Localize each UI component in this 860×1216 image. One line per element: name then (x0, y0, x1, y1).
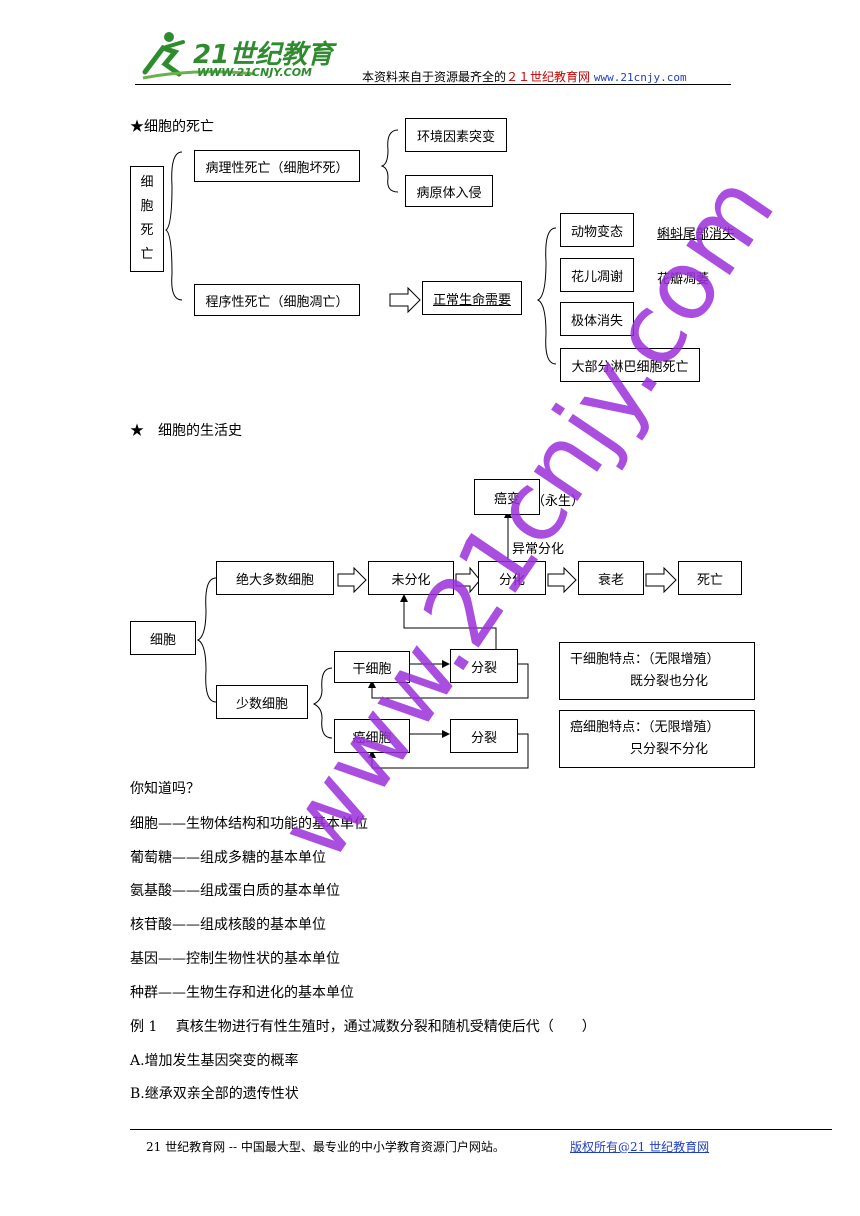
header-rule (135, 84, 731, 85)
fact-line: 核苷酸——组成核酸的基本单位 (130, 917, 326, 933)
footer-left-text: 21 世纪教育网 -- 中国最大型、最专业的中小学教育资源门户网站。 (146, 1140, 505, 1154)
stem-cell-box: 干细胞 (334, 651, 410, 683)
stem-feature-line1: 干细胞特点：（无限增殖） (570, 652, 720, 667)
example-flower-wither: 花儿凋谢 (560, 258, 634, 292)
aging-box: 衰老 (578, 561, 644, 595)
cancer-feature-line1: 癌细胞特点：（无限增殖） (570, 720, 720, 735)
option-a: A.增加发生基因突变的概率 (130, 1053, 299, 1069)
root-char-1: 细 (140, 175, 154, 190)
pathological-death-box: 病理性死亡（细胞坏死） (194, 150, 360, 182)
example-animal-metamorphosis: 动物变态 (560, 213, 634, 247)
cause-pathogen-box: 病原体入侵 (405, 175, 493, 207)
cancer-note: （永生） (532, 494, 585, 509)
root-char-3: 死 (140, 223, 154, 238)
header-note-url[interactable]: www.21cnjy.com (593, 71, 687, 84)
logo-text: 21世纪教育 (193, 40, 334, 70)
cancer-box: 癌变 (474, 479, 540, 515)
stem-feature-box: 干细胞特点：（无限增殖） 既分裂也分化 (559, 642, 755, 700)
programmed-death-box: 程序性死亡（细胞凋亡） (194, 284, 360, 316)
footer-copyright-link[interactable]: 版权所有@21 世纪教育网 (570, 1140, 710, 1154)
fact-line: 种群——生物生存和进化的基本单位 (130, 985, 354, 1001)
section1-title: ★细胞的死亡 (130, 119, 214, 135)
minority-cells-box: 少数细胞 (216, 685, 308, 719)
runner-logo-icon (142, 32, 256, 80)
header-note-site: ２１世纪教育网 (506, 70, 591, 84)
header-note: 本资料来自于资源最齐全的２１世纪教育网 www.21cnjy.com (362, 68, 687, 85)
footer-rule (130, 1129, 832, 1130)
root-char-2: 胞 (140, 199, 154, 214)
fact-line: 基因——控制生物性状的基本单位 (130, 951, 340, 967)
cell-root-box: 细胞 (130, 621, 196, 655)
stem-divide-box: 分裂 (450, 649, 518, 683)
header-note-prefix: 本资料来自于资源最齐全的 (362, 70, 507, 84)
death-box: 死亡 (678, 561, 742, 595)
note-petal-wilt: 花瓣凋萎 (657, 272, 710, 287)
option-b: B.继承双亲全部的遗传性状 (130, 1086, 299, 1102)
cancer-cell-box: 癌细胞 (334, 719, 410, 753)
differentiation-box: 分化 (478, 561, 546, 595)
cancer-feature-line2: 只分裂不分化 (630, 742, 709, 757)
cell-death-root-box: 细 胞 死 亡 (130, 166, 164, 272)
fact-line: 葡萄糖——组成多糖的基本单位 (130, 850, 326, 866)
majority-cells-box: 绝大多数细胞 (216, 561, 334, 595)
cancer-divide-box: 分裂 (450, 719, 518, 753)
example-lymphocyte: 大部分淋巴细胞死亡 (560, 348, 700, 382)
example-question: 例 1 真核生物进行有性生殖时，通过减数分裂和随机受精使后代（ ） (130, 1019, 596, 1035)
section2-title: ★ 细胞的生活史 (130, 423, 242, 439)
abnormal-diff-label: 异常分化 (512, 542, 565, 557)
stem-feature-line2: 既分裂也分化 (630, 674, 709, 689)
root-char-4: 亡 (140, 247, 154, 262)
cancer-feature-box: 癌细胞特点：（无限增殖） 只分裂不分化 (559, 710, 755, 768)
example-polar-body: 极体消失 (560, 302, 634, 336)
did-you-know: 你知道吗？ (130, 781, 200, 797)
fact-line: 氨基酸——组成蛋白质的基本单位 (130, 883, 340, 899)
note-tadpole-tail: 蝌蚪尾部消失 (657, 227, 736, 242)
undifferentiated-box: 未分化 (368, 561, 454, 595)
cause-environment-box: 环境因素突变 (405, 118, 507, 152)
normal-life-need-box: 正常生命需要 (422, 281, 522, 315)
logo-url: WWW.21CNJY.COM (197, 66, 312, 79)
fact-line: 细胞——生物体结构和功能的基本单位 (130, 816, 368, 832)
site-logo: 21世纪教育 WWW.21CNJY.COM (135, 28, 335, 82)
